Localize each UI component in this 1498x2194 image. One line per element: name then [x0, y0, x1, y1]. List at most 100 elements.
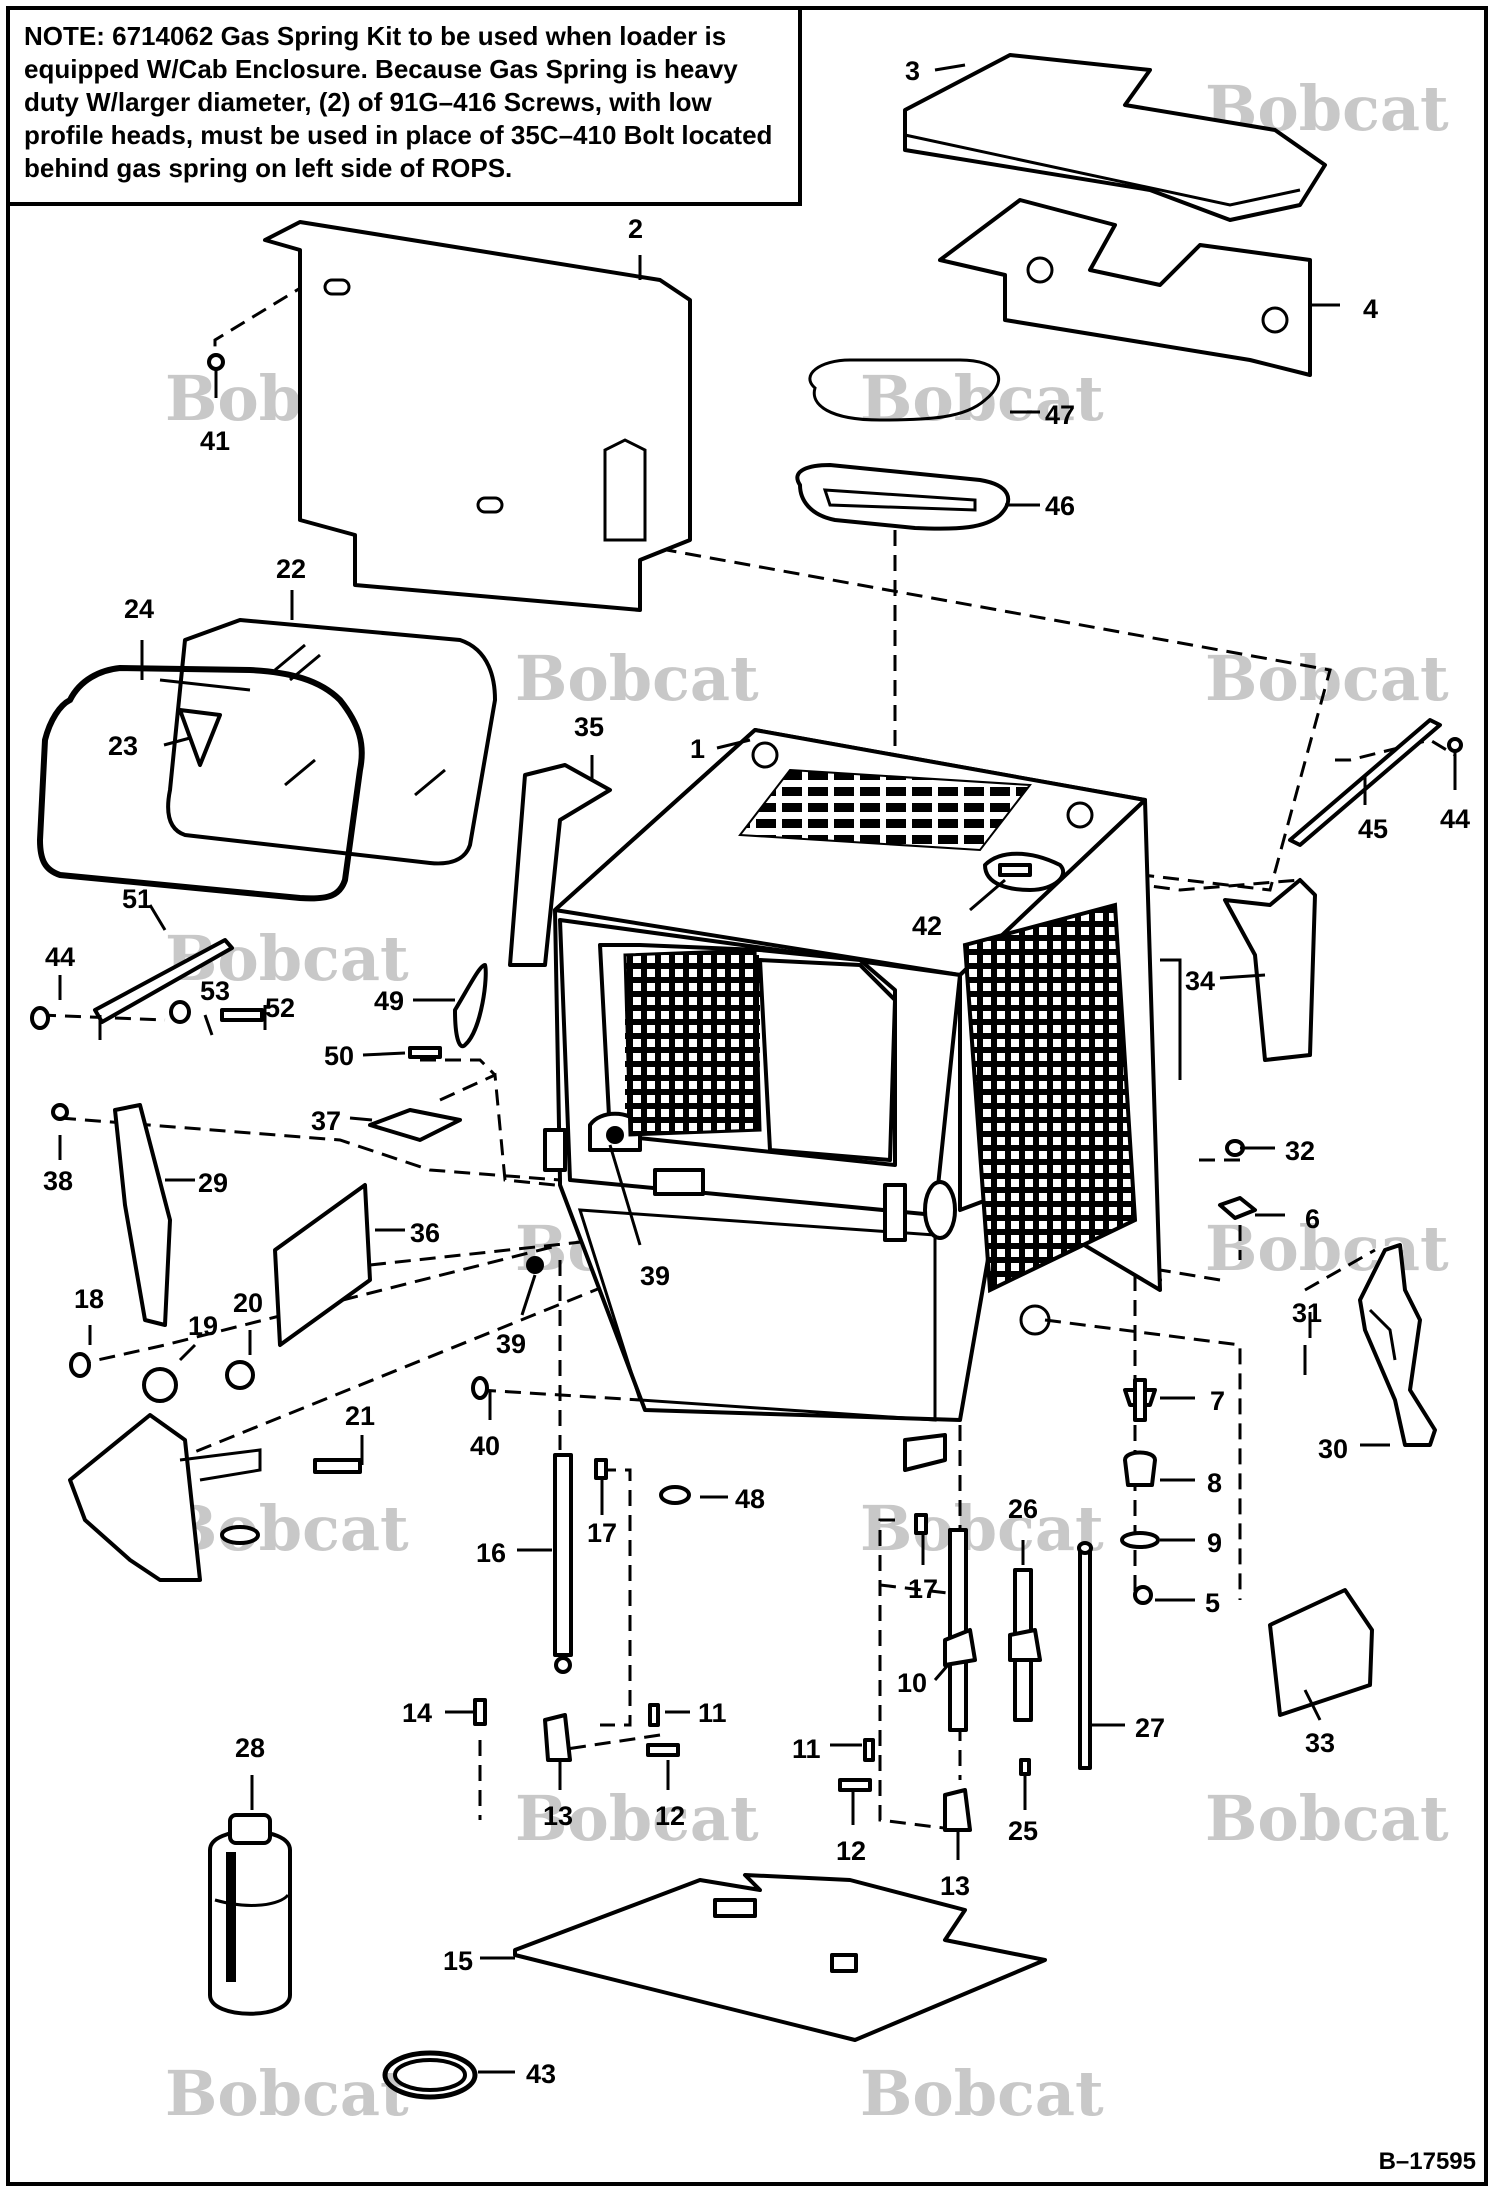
callout-label: 12 — [655, 1801, 685, 1831]
part-23-wiper — [159, 678, 251, 767]
callout-label: 1 — [690, 734, 705, 764]
part-36-panel — [273, 1183, 372, 1347]
callout-label: 22 — [276, 554, 306, 584]
callout-label: 5 — [1205, 1588, 1220, 1618]
watermark: Bobcat — [860, 1492, 1104, 1565]
part-33-panel — [1268, 1588, 1374, 1717]
part-4-roof-bracket — [938, 198, 1312, 377]
hardware-mounts-right — [1120, 1139, 1257, 1605]
watermark: Bobcat — [515, 1782, 759, 1855]
callout-label: 10 — [897, 1668, 927, 1698]
callout-label: 39 — [496, 1329, 526, 1359]
callout-label: 9 — [1207, 1528, 1222, 1558]
watermark: Bobcat — [1205, 1212, 1449, 1285]
part-39-nut — [526, 1256, 544, 1274]
note-label: NOTE: — [24, 21, 105, 51]
part-40-plug — [471, 1376, 489, 1400]
callout-label: 25 — [1008, 1816, 1038, 1846]
callout-label: 37 — [311, 1106, 341, 1136]
callout-label: 20 — [233, 1288, 263, 1318]
callout-label: 13 — [543, 1801, 573, 1831]
callout-label: 21 — [345, 1401, 375, 1431]
callout-label: 16 — [476, 1538, 506, 1568]
callout-label: 23 — [108, 731, 138, 761]
hardware-left-lower — [69, 1352, 255, 1403]
callout-label: 17 — [908, 1574, 938, 1604]
part-2-rear-panel — [263, 220, 692, 612]
part-35-post-trim — [508, 763, 612, 967]
callout-label: 33 — [1305, 1728, 1335, 1758]
callout-label: 48 — [735, 1484, 765, 1514]
hardware-strut-left — [473, 1698, 680, 1762]
callout-labels: 1 2 3 4 5 6 7 8 9 10 11 11 12 12 13 13 1… — [43, 56, 1470, 2089]
callout-label: 3 — [905, 56, 920, 86]
part-15-floor-plate — [513, 1873, 1047, 2042]
part-3-roof-cap — [903, 53, 1327, 222]
callout-label: 49 — [374, 986, 404, 1016]
watermark: Bobcat — [165, 2057, 409, 2130]
part-49-bracket — [453, 963, 488, 1049]
callout-label: 6 — [1305, 1204, 1320, 1234]
part-51-bar — [93, 938, 234, 1040]
callout-label: 47 — [1045, 400, 1075, 430]
callout-label: 45 — [1358, 814, 1388, 844]
callout-label: 26 — [1008, 1494, 1038, 1524]
callout-label: 32 — [1285, 1136, 1315, 1166]
callout-label: 38 — [43, 1166, 73, 1196]
front-door-opening — [623, 948, 897, 1162]
watermark: Bobcat — [165, 1492, 409, 1565]
part-47-seal — [808, 358, 1001, 422]
callout-label: 36 — [410, 1218, 440, 1248]
part-34-trim — [1223, 878, 1317, 1062]
callout-label: 39 — [640, 1261, 670, 1291]
callout-label: 42 — [912, 911, 942, 941]
callout-label: 29 — [198, 1168, 228, 1198]
part-37-pad — [368, 1108, 462, 1142]
callout-label: 27 — [1135, 1713, 1165, 1743]
left-lower-bracket — [68, 1413, 362, 1582]
callout-label: 52 — [265, 993, 295, 1023]
callout-label: 11 — [698, 1698, 727, 1728]
callout-label: 44 — [45, 942, 75, 972]
part-24-seal — [36, 664, 365, 902]
callout-label: 18 — [74, 1284, 104, 1314]
hardware-misc — [51, 353, 1032, 1121]
part-10-strut — [943, 1528, 977, 1732]
callout-label: 41 — [200, 426, 230, 456]
part-17-pin — [594, 1458, 928, 1535]
callout-label: 50 — [324, 1041, 354, 1071]
callout-label: 46 — [1045, 491, 1075, 521]
note-text: 6714062 Gas Spring Kit to be used when l… — [24, 21, 773, 183]
part-46-frame — [795, 463, 1011, 531]
part-28-container — [208, 1813, 292, 2016]
callout-label: 13 — [940, 1871, 970, 1901]
part-43-cord — [382, 2050, 478, 2100]
callout-label: 40 — [470, 1431, 500, 1461]
callout-label: 8 — [1207, 1468, 1222, 1498]
callout-label: 51 — [122, 884, 152, 914]
part-48-grommet — [659, 1485, 691, 1505]
callout-label: 28 — [235, 1733, 265, 1763]
callout-label: 4 — [1363, 294, 1378, 324]
callout-label: 31 — [1292, 1298, 1322, 1328]
callout-label: 30 — [1318, 1434, 1348, 1464]
leader-lines — [58, 63, 1457, 2074]
callout-label: 7 — [1210, 1386, 1225, 1416]
watermark: Bobcat — [1205, 1782, 1449, 1855]
callout-label: 44 — [1440, 804, 1470, 834]
callout-label: 12 — [836, 1836, 866, 1866]
part-50-screw — [408, 1046, 442, 1059]
callout-label: 34 — [1185, 966, 1215, 996]
callout-label: 35 — [574, 712, 604, 742]
callout-label: 14 — [402, 1698, 432, 1728]
watermark: Bobcat — [860, 2057, 1104, 2130]
callout-label: 17 — [587, 1518, 617, 1548]
watermark: Bobcat — [515, 642, 759, 715]
part-26-strut — [1008, 1568, 1042, 1722]
document-number: B–17595 — [1378, 2148, 1476, 2175]
part-22-windshield — [166, 618, 497, 866]
part-30-step — [1358, 1243, 1437, 1447]
part-16-gas-spring — [553, 1453, 573, 1674]
